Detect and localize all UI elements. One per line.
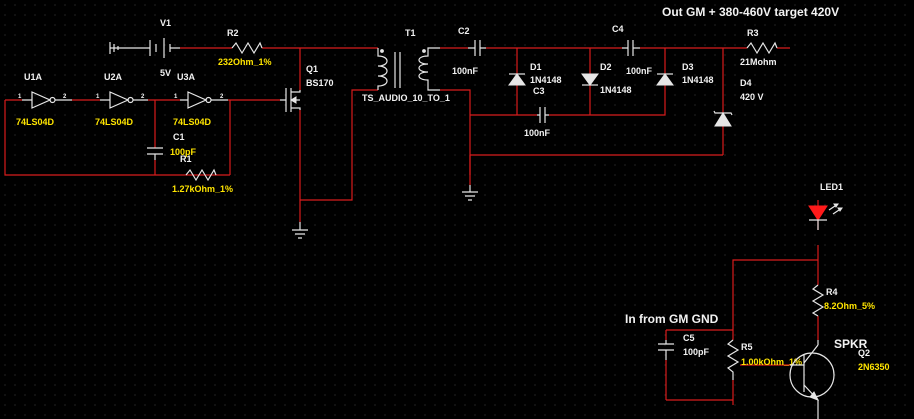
resistor-r1[interactable]: R1 1.27kOhm_1% [172, 154, 233, 194]
output-annotation: Out GM + 380-460V target 420V [662, 5, 839, 19]
ground-symbol [462, 185, 478, 201]
u3a-value: 74LS04D [173, 117, 212, 127]
d3-ref: D3 [682, 62, 694, 72]
c5-ref: C5 [683, 333, 695, 343]
u1a-pin-in: 1 [18, 94, 22, 100]
r4-ref: R4 [826, 287, 838, 297]
t1-ref: T1 [405, 28, 416, 38]
capacitor-c2[interactable]: C2 100nF [452, 26, 486, 76]
capacitor-c5[interactable]: C5 100pF [658, 333, 710, 360]
resistor-r3[interactable]: R3 21Mohm [740, 28, 778, 67]
r4-value: 8.2Ohm_5% [824, 301, 875, 311]
c3-ref: C3 [533, 86, 545, 96]
wires [4, 47, 819, 405]
d4-value: 420 V [740, 92, 764, 102]
r1-ref: R1 [180, 154, 192, 164]
q2-value: 2N6350 [858, 362, 890, 372]
ground-symbol [292, 222, 308, 239]
u2a-value: 74LS04D [95, 117, 134, 127]
r1-value: 1.27kOhm_1% [172, 184, 233, 194]
resistor-r5[interactable]: R5 1.00kOhm_1% [726, 339, 802, 380]
v1-ref: V1 [160, 18, 171, 28]
input-annotation: In from GM GND [625, 312, 719, 326]
c2-value: 100nF [452, 66, 479, 76]
c4-value: 100nF [626, 66, 653, 76]
t1-value: TS_AUDIO_10_TO_1 [362, 93, 450, 103]
u3a-pin-out: 2 [220, 94, 224, 100]
d4-ref: D4 [740, 78, 752, 88]
d1-ref: D1 [530, 62, 542, 72]
u2a-pin-out: 2 [141, 94, 145, 100]
u3a-ref: U3A [177, 72, 196, 82]
u2a-ref: U2A [104, 72, 123, 82]
r3-value: 21Mohm [740, 57, 777, 67]
c2-ref: C2 [458, 26, 470, 36]
led-led1[interactable]: LED1 [808, 182, 843, 230]
led1-ref: LED1 [820, 182, 843, 192]
d2-value: 1N4148 [600, 85, 632, 95]
battery-v1[interactable]: V1 5V [109, 18, 180, 78]
resistor-r2[interactable]: R2 232Ohm_1% [218, 28, 272, 67]
d3-value: 1N4148 [682, 75, 714, 85]
c5-value: 100pF [683, 347, 710, 357]
r3-ref: R3 [747, 28, 759, 38]
d1-value: 1N4148 [530, 75, 562, 85]
r2-ref: R2 [227, 28, 239, 38]
c1-ref: C1 [173, 132, 185, 142]
u3a-pin-in: 1 [174, 94, 178, 100]
v1-value: 5V [160, 68, 171, 78]
q2-ref: Q2 [858, 348, 870, 358]
q1-value: BS170 [306, 78, 334, 88]
resistor-r4[interactable]: R4 8.2Ohm_5% [811, 284, 875, 317]
zener-d4[interactable]: D4 420 V [713, 78, 764, 127]
d2-ref: D2 [600, 62, 612, 72]
r5-value: 1.00kOhm_1% [741, 357, 802, 367]
u1a-value: 74LS04D [16, 117, 55, 127]
speaker-annotation: SPKR [834, 337, 868, 351]
inverter-u1a[interactable]: U1A 74LS04D 1 2 [16, 72, 72, 127]
inverter-u2a[interactable]: U2A 74LS04D 1 2 [95, 72, 148, 127]
mosfet-q1[interactable]: Q1 BS170 [280, 64, 334, 112]
capacitor-c3[interactable]: C3 100nF [524, 86, 551, 138]
inverter-u3a[interactable]: U3A 74LS04D 1 2 [173, 72, 228, 127]
capacitor-c1[interactable]: C1 100pF [147, 132, 197, 160]
c4-ref: C4 [612, 24, 624, 34]
u1a-pin-out: 2 [63, 94, 67, 100]
r5-ref: R5 [741, 342, 753, 352]
r2-value: 232Ohm_1% [218, 57, 272, 67]
q1-ref: Q1 [306, 64, 318, 74]
diode-d3[interactable]: D3 1N4148 [656, 62, 714, 86]
diode-d1[interactable]: D1 1N4148 [508, 62, 562, 86]
u2a-pin-in: 1 [96, 94, 100, 100]
diode-d2[interactable]: D2 1N4148 [581, 62, 632, 95]
u1a-ref: U1A [24, 72, 43, 82]
c3-value: 100nF [524, 128, 551, 138]
transformer-t1[interactable]: T1 TS_AUDIO_10_TO_1 [362, 28, 450, 103]
c1-value: 100pF [170, 147, 197, 157]
capacitor-c4[interactable]: C4 100nF [612, 24, 653, 76]
transistor-q2[interactable]: Q2 2N6350 [789, 340, 890, 419]
